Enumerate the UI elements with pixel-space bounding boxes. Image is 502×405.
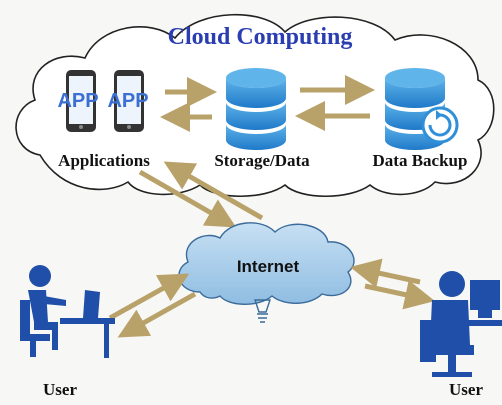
user-left-label: User	[43, 380, 77, 399]
arrows-internet-user-left	[108, 273, 197, 338]
user-right-label: User	[449, 380, 483, 399]
backup-database-icon	[385, 68, 459, 150]
internet-cloud-icon	[178, 222, 355, 323]
user-left-icon	[20, 265, 115, 358]
storage-label: Storage/Data	[214, 151, 310, 170]
phone-app-icon-2	[114, 70, 144, 132]
user-right-icon	[420, 271, 502, 377]
cloud-title: Cloud Computing	[168, 24, 353, 50]
app-icon-text-2: APP	[107, 90, 148, 112]
database-icon	[226, 68, 286, 150]
internet-label: Internet	[237, 257, 300, 276]
arrows-apps-storage	[160, 77, 217, 132]
backup-label: Data Backup	[373, 151, 468, 170]
arrows-internet-user-right	[350, 258, 435, 310]
app-icon-text-1: APP	[57, 90, 98, 112]
applications-label: Applications	[58, 151, 150, 170]
phone-app-icon-1	[66, 70, 96, 132]
arrows-storage-backup	[295, 75, 375, 131]
arrows-cloud-internet	[138, 161, 264, 228]
